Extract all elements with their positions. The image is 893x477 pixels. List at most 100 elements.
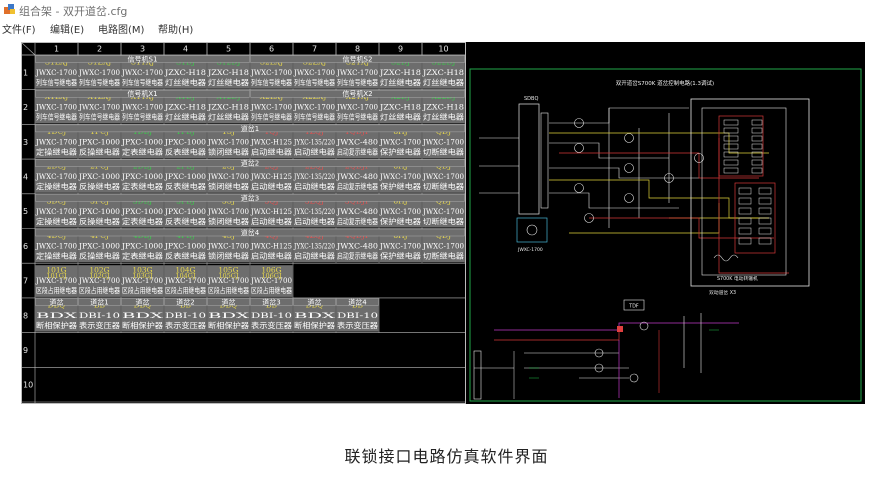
group-label: 道岔3 (262, 297, 280, 306)
relay-name: 定操继电器 (36, 146, 78, 156)
relay-type: JZXC-H18 (422, 103, 464, 112)
relay-type: JWXC-1700 (336, 68, 378, 77)
relay-code: 105G (218, 266, 238, 275)
row-number: 7 (23, 277, 28, 286)
relay-symbol (574, 118, 584, 128)
terminal (738, 217, 752, 225)
row-number: 10 (23, 381, 33, 390)
relay-type: JWXC-1700 (35, 276, 77, 285)
menu-help[interactable]: 帮助(H) (158, 25, 194, 36)
relay-type: JPXC-1000 (78, 137, 120, 146)
terminal (738, 227, 752, 235)
group-label: 道岔1 (241, 124, 259, 133)
relay-type: JZXC-H18 (164, 68, 206, 77)
relay-name: 定表继电器 (122, 216, 164, 226)
relay-name: 区段占用继电器 (36, 285, 77, 295)
sdbq-block (518, 103, 540, 215)
menu-circuit[interactable]: 电路图(M) (98, 25, 145, 36)
relay-name: 反操继电器 (79, 251, 121, 261)
relay-code-2: 104GJ (175, 272, 196, 280)
relay-type: JWXC-1700 (250, 103, 292, 112)
relay-name: 列车信号继电器 (79, 77, 120, 87)
relay-name: 启动继电器 (251, 251, 293, 261)
relay-type: JPXC-1000 (78, 207, 120, 216)
terminal (723, 151, 739, 158)
relay-code-2: 103GJ (132, 272, 153, 280)
column-header: 8 (355, 45, 360, 54)
relay-type: JWXC-H125 (250, 137, 292, 146)
relay-code: 101G (46, 266, 66, 275)
group-label: 信号机S2 (343, 55, 373, 64)
schematic-border (469, 68, 862, 402)
corner-diagonal (21, 42, 36, 56)
figure-caption: 联锁接口电路仿真软件界面 (344, 447, 549, 466)
relay-box (516, 217, 548, 243)
relay-name: 断相保护器 (208, 320, 250, 330)
relay-type: JWXC-480 (336, 137, 378, 146)
relay-name: 列车信号继电器 (251, 112, 292, 122)
relay-type: JWXC-1700 (379, 172, 421, 181)
group-label: 道岔 (136, 297, 150, 306)
tdf-label: TDF (628, 304, 639, 310)
relay-name: 锁闭继电器 (208, 181, 250, 191)
relay-name: 表示变压器 (79, 320, 121, 330)
terminal (723, 119, 739, 126)
group-label: 信号机S1 (128, 55, 158, 64)
relay-type: JWXC-1700 (250, 68, 292, 77)
machine-label: S700K 电动转辙机 (717, 275, 758, 282)
workspace-canvas: 1234567891012345678910S1LXJJWXC-1700列车信号… (21, 42, 865, 404)
machine-red-box (718, 115, 764, 177)
sdbq-label: SDBQ (524, 96, 538, 102)
group-label-strip (250, 298, 293, 306)
menu-file[interactable]: 文件(F) (2, 25, 36, 36)
group-label-strip (35, 159, 465, 167)
terminal (738, 197, 752, 205)
rack-grid[interactable]: 1234567891012345678910S1LXJJWXC-1700列车信号… (21, 42, 466, 404)
relay-type: JWXC-1700 (379, 137, 421, 146)
machine-inner (701, 107, 787, 276)
column-header: 2 (97, 45, 102, 54)
circuit-schematic[interactable]: 双开道岔S700K 道岔控制电路(1.3调试)SDBQJWXC-1700S700… (469, 68, 862, 402)
relay-name: 启动复示继电器 (337, 251, 378, 261)
terminal (751, 143, 763, 150)
relay-name: 保护继电器 (380, 146, 422, 156)
relay-name: 表示变压器 (251, 320, 293, 330)
column-header: 9 (398, 45, 403, 54)
relay-name: 列车信号继电器 (337, 112, 378, 122)
row-number: 5 (23, 207, 28, 216)
grid-frame (21, 42, 466, 404)
group-label-strip (35, 228, 465, 237)
relay-type: JWXC-H125 (250, 172, 292, 181)
terminal (751, 159, 763, 166)
relay-type: JWXC-1700 (207, 242, 249, 251)
sdbq-bar (540, 112, 549, 209)
relay-name: 反操继电器 (79, 146, 121, 156)
relay-name: 反操继电器 (79, 216, 121, 226)
terminal (751, 135, 763, 142)
relay-name: 区段占用继电器 (122, 285, 163, 295)
relay-cell (35, 265, 78, 297)
circuit-wire (549, 107, 689, 124)
terminal (738, 187, 752, 195)
relay-type: JWXC-1700 (78, 68, 120, 77)
circuit-wire (683, 313, 702, 373)
terminal (751, 151, 763, 158)
relay-type: JWXC-1700 (207, 207, 249, 216)
column-header: 3 (140, 45, 145, 54)
relay-name: 区段占用继电器 (208, 285, 249, 295)
terminal (751, 119, 763, 126)
relay-name: 启动复示继电器 (337, 146, 378, 156)
relay-name: 灯丝继电器 (380, 112, 422, 122)
menu-edit[interactable]: 编辑(E) (50, 25, 85, 36)
relay-type: JPXC-1000 (164, 242, 206, 251)
row-number: 8 (23, 311, 28, 320)
column-header: 10 (438, 45, 448, 54)
relay-name: 启动继电器 (294, 181, 336, 191)
app-icon (4, 4, 15, 14)
relay-type: JWXC-1700 (422, 242, 464, 251)
relay-type: JWXC-1700 (293, 68, 335, 77)
relay-type: JWXC-1700 (78, 276, 120, 285)
circuit-wire (524, 352, 629, 379)
terminal (723, 159, 739, 166)
relay-name: 表示变压器 (337, 320, 379, 330)
